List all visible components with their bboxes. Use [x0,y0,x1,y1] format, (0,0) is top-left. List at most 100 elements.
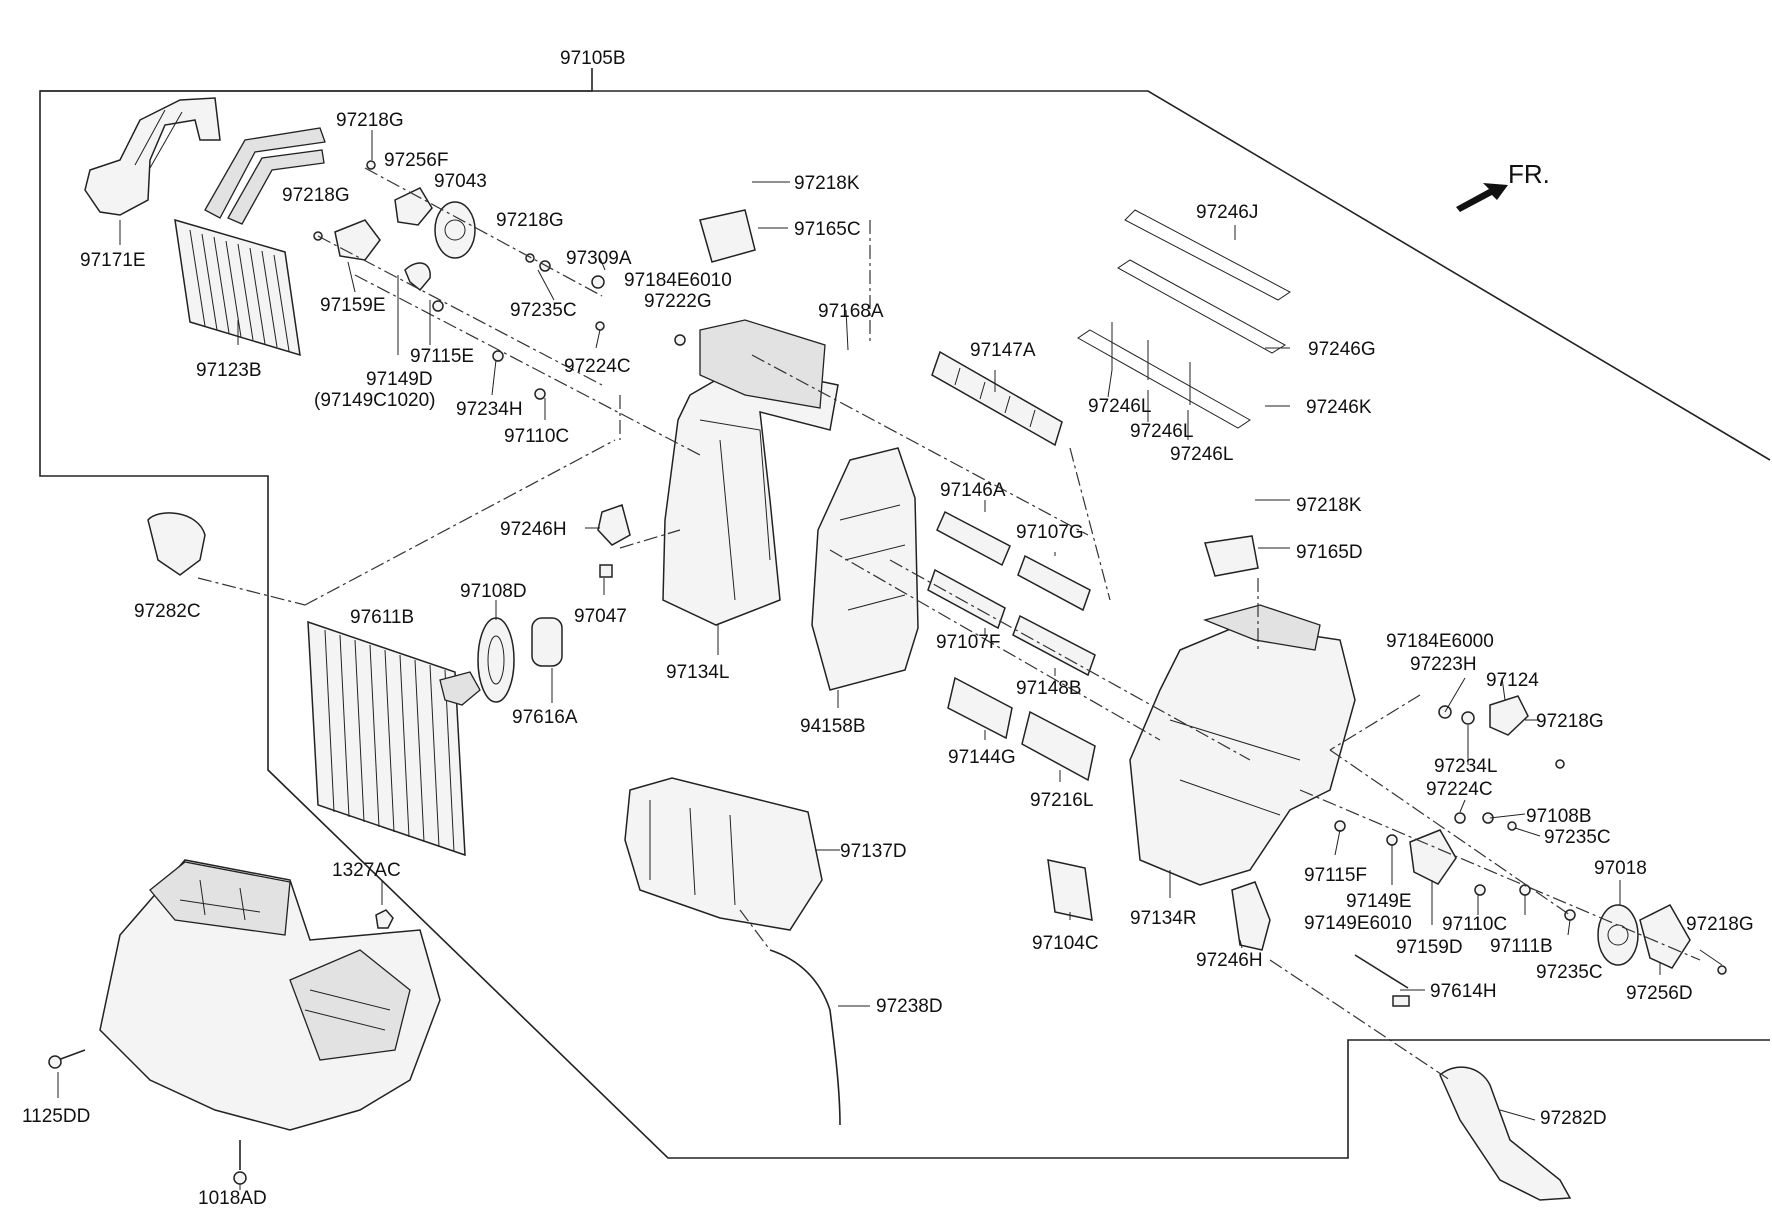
part-label-97218G-4: 97218G [1536,711,1604,732]
part-label-97246L-1: 97246L [1088,396,1151,417]
part-label-97223H: 97223H [1410,654,1477,675]
drain-hose-part [769,949,841,1126]
part-label-97107F: 97107F [936,632,1000,653]
part-label-97234L: 97234L [1434,756,1497,777]
part-label-97149E6010: 97149E6010 [1304,913,1412,934]
door-144g-part [947,676,1013,740]
part-label-97246L-3: 97246L [1170,444,1233,465]
gasket-h-part [597,504,631,546]
part-label-97168A: 97168A [818,301,884,322]
part-label-97165C: 97165C [794,219,861,240]
door-147a-part [931,350,1063,447]
part-label-97108D: 97108D [460,581,527,602]
part-label-97246J: 97246J [1196,202,1258,223]
part-labels: FR. 97105B 97218G 97256F 97043 97218G 97… [22,48,1754,1209]
door-107f-part [927,568,1006,630]
heater-pipe-part [84,97,221,216]
part-label-97222G: 97222G [644,291,712,312]
small-fittings-right [1334,705,1727,975]
part-label-97104C: 97104C [1032,933,1099,954]
part-label-97107G: 97107G [1016,522,1084,543]
part-label-97115F: 97115F [1304,865,1367,886]
seal-e-part [531,617,563,667]
part-label-97110C-2: 97110C [1442,914,1507,935]
hvac-assembly-part [99,859,441,1131]
part-label-97134L: 97134L [666,662,729,683]
part-label-97218G-3: 97218G [496,210,564,231]
part-label-97124: 97124 [1486,670,1539,691]
part-label-97184E6000: 97184E6000 [1386,631,1494,652]
small-fittings [313,160,686,400]
part-label-97246H-1: 97246H [500,519,567,540]
part-label-97246H-2: 97246H [1196,950,1263,971]
duct-d-part [1439,1066,1572,1201]
part-label-97159D: 97159D [1396,937,1463,958]
gasket-h2-part [1231,881,1271,951]
bolt-a-part [48,1049,86,1069]
part-label-97238D: 97238D [876,996,943,1017]
case-right-part [1129,604,1356,886]
front-direction-arrow-icon [1456,183,1508,212]
part-label-97165D: 97165D [1296,542,1363,563]
actuator-upper-part [394,187,433,226]
part-label-97309A: 97309A [566,248,632,269]
part-label-97134R: 97134R [1130,908,1197,929]
part-label-97224C-1: 97224C [564,356,631,377]
door-146a-part [936,510,1011,567]
cover-d-part [1204,535,1259,577]
part-label-97218G-1: 97218G [336,110,404,131]
evaporator-part [307,620,481,857]
seal-d-part [477,617,515,703]
part-label-97146A: 97146A [940,480,1006,501]
actuator-d-part [1409,829,1457,885]
assembly-boundary-top [40,90,1771,461]
door-148b-part [1012,614,1096,677]
part-label-97218K-1: 97218K [794,173,860,194]
part-label-97149E: 97149E [1346,891,1412,912]
actuator-124-part [1489,695,1529,736]
part-label-97047: 97047 [574,606,627,627]
case-left-part [662,319,839,626]
part-label-1125DD: 1125DD [22,1106,90,1127]
part-label-97246K: 97246K [1306,397,1372,418]
part-label-97216L: 97216L [1030,790,1093,811]
sensor-part [1354,954,1410,1007]
grommet-part [599,564,613,578]
part-label-97282C: 97282C [134,601,201,622]
part-label-97148B: 97148B [1016,678,1082,699]
part-label-97256F: 97256F [384,150,448,171]
part-label-97234H: 97234H [456,399,523,420]
part-label-97246L-2: 97246L [1130,421,1193,442]
part-label-97147A: 97147A [970,340,1036,361]
heater-core-part [174,127,326,357]
part-label-97235C-3: 97235C [1536,962,1603,983]
part-label-97218G-5: 97218G [1686,914,1754,935]
part-label-97111B: 97111B [1490,936,1553,957]
part-label-97246G: 97246G [1308,339,1376,360]
part-label-97235C-1: 97235C [510,300,577,321]
part-label-97115E: 97115E [410,346,474,367]
part-label-97235C-2: 97235C [1544,827,1611,848]
part-label-97159E: 97159E [320,295,386,316]
part-label-1327AC: 1327AC [332,860,401,881]
part-label-97218G-2: 97218G [282,185,350,206]
actuator-gear-part [434,201,476,259]
part-label-94158B: 94158B [800,716,866,737]
case-mid-part [811,447,919,691]
part-label-97018: 97018 [1594,858,1647,879]
door-107g-part [1017,554,1091,612]
label-leaders [57,68,1723,1190]
part-label-1018AD: 1018AD [198,1188,267,1209]
part-label-97137D: 97137D [840,841,907,862]
part-label-97256D: 97256D [1626,983,1693,1004]
part-label-97616A: 97616A [512,707,578,728]
part-label-97218K-2: 97218K [1296,495,1362,516]
actuator-256d-part [1639,904,1691,969]
part-label-97614H: 97614H [1430,981,1497,1002]
cover-c-part [699,209,756,263]
part-label-97149D: 97149D [366,369,433,390]
part-label-97110C-1: 97110C [504,426,569,447]
part-label-97149C1020: (97149C1020) [314,390,435,411]
part-label-97144G: 97144G [948,747,1016,768]
